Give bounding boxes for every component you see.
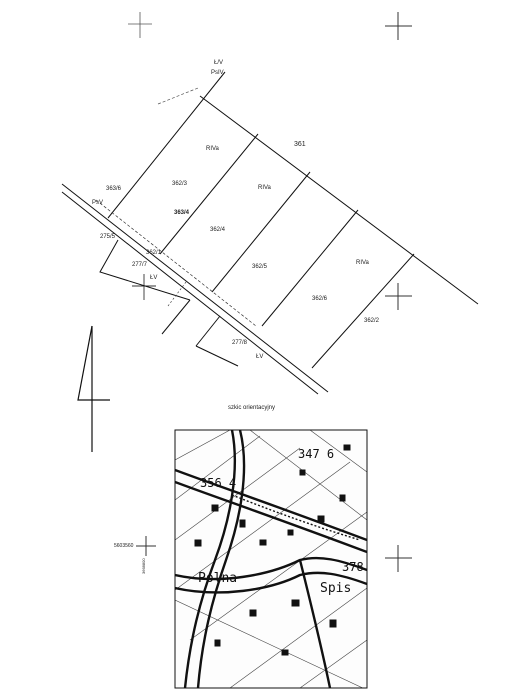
top-label-uv: Ł/V [214,60,223,66]
parcel-361: 361 [294,141,306,148]
parcel-362-4: 362/4 [210,227,226,233]
land-class-riva-a: RIVa [206,146,220,152]
sketch-label-347-6: 347 6 [298,447,334,461]
road [61,183,329,395]
registration-cross-bottom-right [385,545,412,572]
sketch-title: szkic orientacyjny [228,405,275,411]
land-class-psv: PsV [92,200,103,206]
registration-cross-top-right [385,12,412,40]
parcel-362-2: 362/2 [364,318,380,324]
parcel-362-5: 362/5 [252,264,268,270]
parcel-277-8: 277/8 [232,340,248,346]
top-label-psiv: PsIV [211,70,224,76]
parcel-275-5: 275/5 [100,234,116,240]
dashed-boundary-top [157,87,199,105]
land-class-riva-b: RIVa [258,185,272,191]
land-class-uv-left: ŁV [150,275,157,281]
sketch-label-356-4: 356 4 [200,476,236,490]
sketch-label-378: 378 [342,560,364,574]
sketch-label-spis: Spis [320,581,351,596]
registration-cross-mid-right [385,283,412,310]
parcel-362-3: 362/3 [172,181,188,187]
registration-cross-top-left [128,12,152,38]
dashed-boundary-inner [167,281,187,307]
coord-label: 5603560 [114,543,134,549]
parcel-362-6: 362/6 [312,296,328,302]
road-dashed-line [95,199,257,327]
parcel-363-4: 363/4 [174,210,190,216]
orientation-sketch: 347 6 356 4 378 Polna Spis [174,429,368,689]
parcel-277-7: 277/7 [132,262,148,268]
sketch-label-polna: Polna [198,571,237,586]
land-class-riva-c: RIVa [356,260,370,266]
registration-cross-bottom-left [136,536,156,556]
parcel-363-6: 363/6 [106,186,122,192]
parcel-boundaries [99,71,479,369]
parcel-362-1: 362/1 [146,250,162,256]
land-class-uv-bottom: ŁV [256,354,263,360]
coord-label-small: 3668800 [141,558,146,574]
north-arrow-icon [77,325,110,452]
